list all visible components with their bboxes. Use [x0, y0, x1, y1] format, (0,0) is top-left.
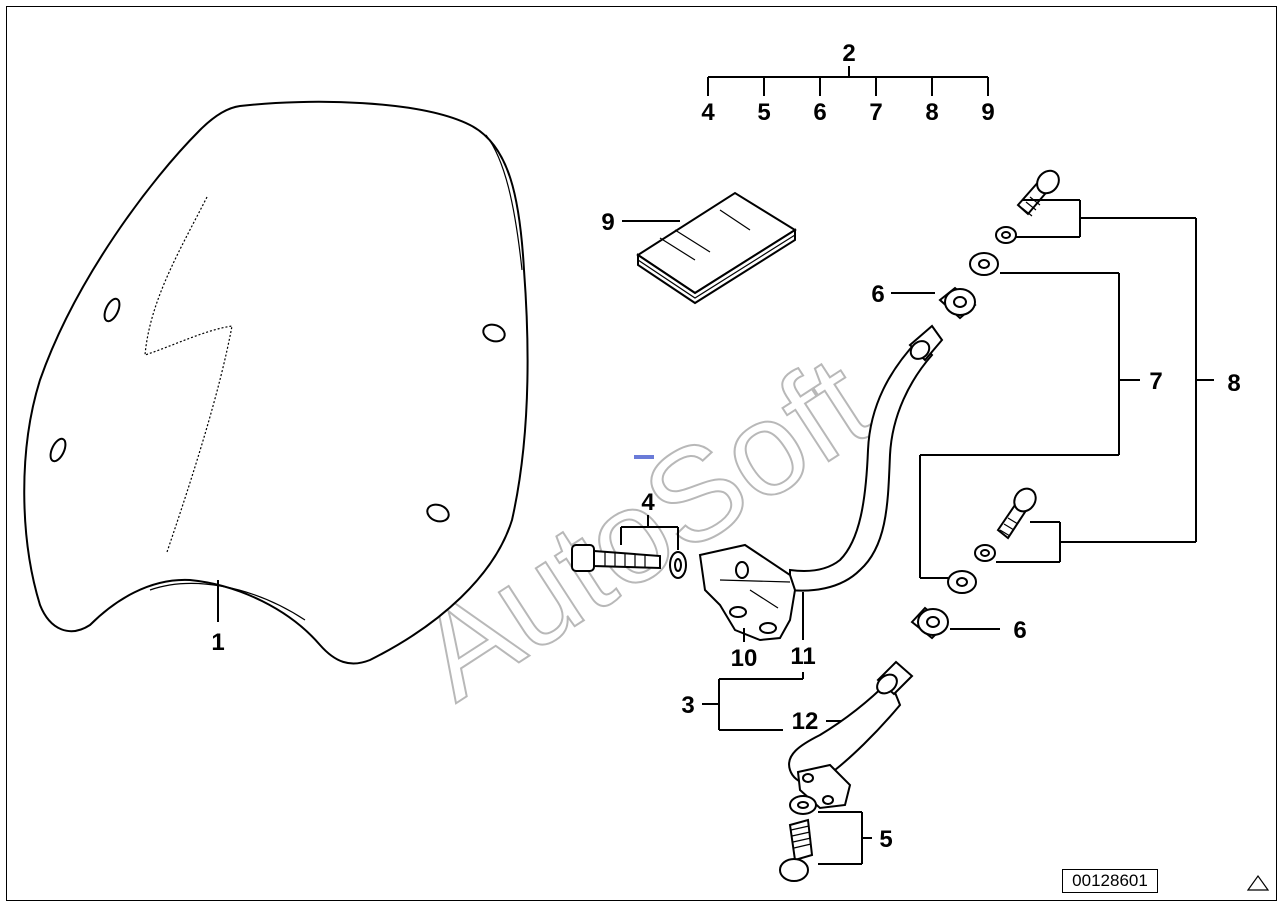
- diagram-id-label: 00128601: [1062, 869, 1158, 893]
- kit-bracket-5: 5: [818, 811, 893, 865]
- callout-6-bottom: 6: [1013, 617, 1026, 644]
- callout-1: 1: [211, 629, 224, 656]
- kit-bracket-7: 7: [919, 272, 1163, 579]
- lower-bolt-part: [996, 487, 1037, 540]
- windshield-part: [23, 100, 529, 665]
- upper-flat-washer-part: [969, 252, 999, 276]
- lower-lock-washer-part: [974, 544, 996, 562]
- lower-flat-washer-part: [947, 570, 977, 594]
- bracket-part: [698, 543, 797, 642]
- callout-2-7: 7: [869, 99, 882, 126]
- kit-bracket-3: 3: [681, 672, 804, 731]
- lower-grommet-part: [910, 606, 949, 640]
- callout-2-4: 4: [701, 99, 715, 126]
- callout-7: 7: [1149, 368, 1162, 395]
- manual-booklet-part: [636, 191, 797, 305]
- corner-triangle-icon: [1246, 874, 1270, 891]
- callout-10: 10: [731, 645, 758, 672]
- upper-grommet-part: [938, 286, 977, 320]
- callout-12: 12: [792, 708, 819, 735]
- accent-mark: [634, 455, 654, 459]
- callout-9: 9: [601, 209, 614, 236]
- kit-bracket-4: 4: [620, 489, 679, 550]
- callout-4: 4: [641, 489, 655, 516]
- lower-mounting-arm-part: [788, 660, 914, 810]
- upper-lock-washer-part: [995, 226, 1017, 244]
- callout-8: 8: [1227, 370, 1240, 397]
- bracket-bolt-part: [571, 544, 687, 579]
- callout-5: 5: [879, 826, 892, 853]
- callout-2: 2: [842, 40, 855, 67]
- kit-tree-2: 2 4 5 6 7 8 9: [701, 40, 994, 126]
- callout-3: 3: [681, 692, 694, 719]
- callout-2-9: 9: [981, 99, 994, 126]
- upper-bolt-part: [1016, 169, 1060, 217]
- callout-2-5: 5: [757, 99, 770, 126]
- diagram-frame: [6, 6, 1277, 901]
- callout-6-top: 6: [871, 281, 884, 308]
- callout-11: 11: [790, 643, 815, 670]
- callout-2-8: 8: [925, 99, 938, 126]
- callout-2-6: 6: [813, 99, 826, 126]
- kit-bracket-8: 8: [996, 199, 1241, 563]
- lower-mounting-bolt-part: [779, 795, 817, 882]
